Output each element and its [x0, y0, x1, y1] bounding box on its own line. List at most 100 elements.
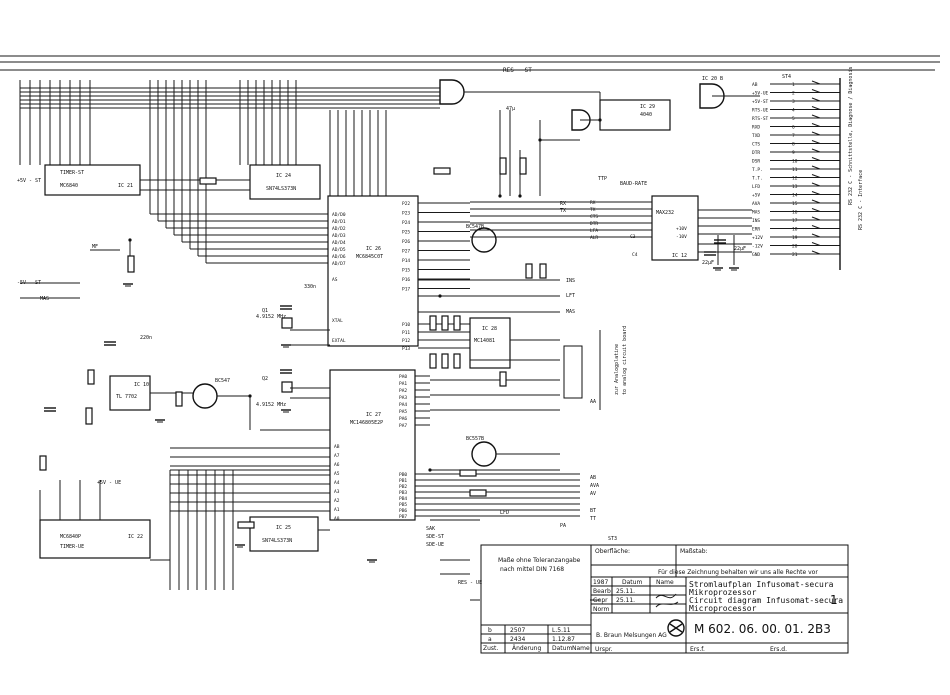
ic20b-label: IC 20 B: [702, 76, 723, 82]
svg-text:MF: MF: [92, 244, 98, 250]
ic25-label: IC 25: [276, 525, 291, 531]
ic26-right-pin: P23: [402, 211, 410, 217]
sig-res-st: RES - ST: [503, 67, 532, 74]
ic21-timer: TIMER-ST MC6840 IC 21: [44, 164, 141, 196]
braun-logo: [667, 619, 685, 637]
ic26-left-pin: AD/D7: [332, 261, 346, 267]
tb-tolerance-2: nach mittel DIN 7168: [500, 566, 564, 573]
svg-text:MAS: MAS: [40, 296, 49, 302]
connector-arrow: [811, 157, 821, 161]
connector-pin-number: 16: [792, 210, 798, 216]
ic26-right-pin: P22: [402, 201, 410, 207]
resistor: [441, 315, 449, 331]
ic27-lower-pin: PB4: [399, 496, 407, 502]
svg-text:Ers.d.: Ers.d.: [770, 646, 787, 653]
ic27-right-pin: PA4: [399, 402, 407, 408]
ic25-latch: IC 25 SN74LS373N: [249, 516, 319, 552]
tb-title-en-2: Microprocessor: [689, 604, 757, 613]
tb-signature-2: [655, 601, 679, 608]
ic26-right-pin: P14: [402, 258, 410, 264]
resistor: [441, 353, 449, 369]
junction-dot: [518, 194, 522, 198]
ic26-left-pin: AD/D0: [332, 212, 346, 218]
ic22-part: MC6840P: [60, 534, 81, 540]
ic27-left-pin: A1: [334, 507, 340, 513]
rs-pin-label: LFA: [590, 228, 598, 234]
connector-arrow: [811, 208, 821, 212]
tb-scale: Maßstab:: [680, 548, 708, 555]
rs-pin-label: DTR: [590, 221, 598, 227]
svg-text:INS: INS: [566, 278, 575, 284]
ic10-part: TL 7702: [116, 394, 137, 400]
analog-note: zur Analogplatine to analog circuit boar…: [563, 326, 628, 399]
junction-dot: [428, 468, 432, 472]
ic26-right-pin: P24: [402, 220, 410, 226]
resistor: [453, 315, 461, 331]
ic29-part: 4040: [640, 112, 652, 118]
svg-text:4.9152 MHz: 4.9152 MHz: [256, 402, 286, 408]
resistor: [469, 489, 487, 497]
junction-dot: [438, 294, 442, 298]
connector-arrow: [811, 106, 821, 110]
connector-pin-label: LFD: [752, 184, 760, 190]
connector-pin-label: T.P.: [752, 167, 763, 173]
svg-text:zur Analogplatine: zur Analogplatine: [614, 344, 620, 395]
svg-text:2434: 2434: [510, 636, 525, 643]
connector-pin-number: 14: [792, 193, 798, 199]
ic10-label: IC 10: [134, 382, 149, 388]
svg-text:Zust.: Zust.: [483, 645, 498, 652]
connector-pin-number: 10: [792, 159, 798, 165]
resistor: [237, 521, 255, 529]
ic27-left-pin: A3: [334, 489, 340, 495]
ic27-lower-pin: PB6: [399, 508, 407, 514]
resistor: [433, 167, 451, 175]
tb-tolerance-1: Maße ohne Toleranzangabe: [498, 557, 581, 564]
tb-signature-1: [655, 593, 677, 599]
max232: MAX232 IC 12 +10V -10V C3 C4: [630, 195, 699, 261]
ic26-left-pin: AD/D6: [332, 254, 346, 260]
connector-pin-label: DSR: [752, 159, 760, 165]
svg-text:AA: AA: [590, 399, 596, 405]
connector-arrow: [811, 97, 821, 102]
data-bus-lines: [19, 80, 440, 590]
ic27-left-pin: A5: [334, 471, 340, 477]
svg-text:Name: Name: [572, 645, 590, 652]
resistor: [525, 263, 533, 279]
svg-text:LFT: LFT: [566, 293, 575, 299]
svg-text:SAK: SAK: [426, 526, 435, 532]
ic26-lower-pin: P10: [402, 322, 410, 328]
ic26-left-pin: AD/D1: [332, 219, 346, 225]
ic22-title: TIMER-UE: [60, 544, 84, 550]
ic24-label: IC 24: [276, 173, 291, 179]
connector-arrow: [811, 89, 821, 93]
tb-drawing-number: M 602. 06. 00. 01. 2B3: [694, 622, 831, 636]
connector-pin-label: +5V-ST: [752, 99, 769, 105]
ic27-part: MC146805E2P: [350, 420, 383, 426]
junction-dot: [538, 138, 542, 142]
svg-text:ST3: ST3: [608, 536, 617, 542]
connector-arrow: [811, 80, 821, 85]
svg-text:SDE-UE: SDE-UE: [426, 542, 444, 548]
ic26-extal-pin: EXTAL: [332, 338, 346, 344]
resistor: [175, 391, 183, 407]
signal-labels: RES - ST +5V - ST -5V - ST MF MAS TTP LF…: [17, 67, 617, 586]
connector-arrow: [811, 174, 821, 178]
ic21-title: TIMER-ST: [60, 170, 84, 176]
svg-text:LFD: LFD: [500, 510, 509, 516]
resistor: [453, 353, 461, 369]
ic28-label: IC 28: [482, 326, 497, 332]
resistor: [459, 469, 477, 477]
svg-text:Datum: Datum: [552, 645, 572, 652]
ic26-right-pin: P27: [402, 249, 410, 255]
connector-arrow: [811, 199, 821, 204]
svg-text:25.11.: 25.11.: [616, 597, 635, 604]
svg-text:b: b: [488, 627, 492, 634]
ic27-right-pin: PA1: [399, 381, 407, 387]
ic29-baud: BAUD-RATE: [620, 181, 647, 187]
